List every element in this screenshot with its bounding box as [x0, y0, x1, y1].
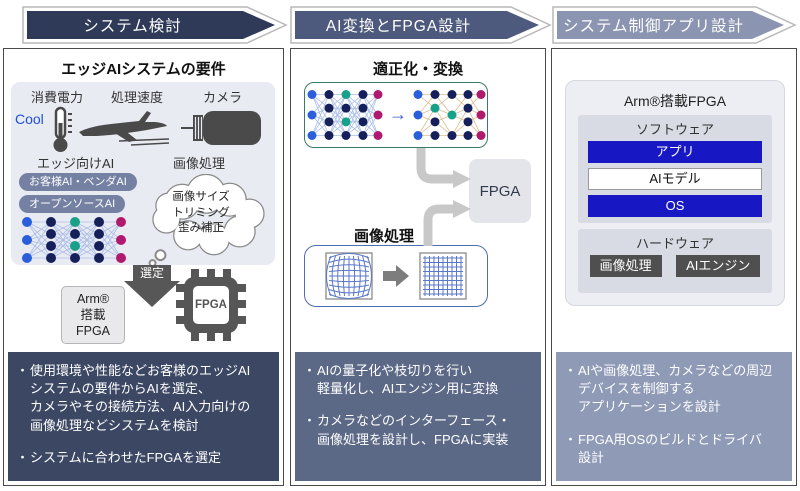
hw-image-processing: 画像処理: [589, 255, 662, 277]
bullet-dot: ・: [564, 431, 578, 447]
chip-label: FPGA: [195, 299, 227, 311]
distorted-grid-icon: [325, 252, 373, 300]
summary-box-system-study: ・ 使用環境や性能などお客様のエッジAI システムの要件からAIを選定、 カメラ…: [8, 352, 279, 481]
arm-fpga-stack-box: Arm®搭載FPGA ソフトウェア アプリ AIモデル OS ハードウェア 画像…: [565, 80, 785, 306]
bullet: ・ AIの量子化や枝切りを行い 軽量化し、AIエンジン用に変換: [303, 362, 533, 398]
pruned-network-icon: [413, 90, 486, 140]
image-processing-box: [304, 245, 488, 307]
bullet-dot: ・: [564, 363, 578, 378]
layer-app: アプリ: [588, 141, 762, 163]
step-label: システム検討: [83, 18, 182, 35]
panel-title: 適正化・変換: [372, 61, 463, 78]
optimization-box: →: [304, 82, 488, 148]
bullet-dot: ・: [16, 363, 30, 378]
layer-os: OS: [588, 195, 762, 217]
stack-title: Arm®搭載FPGA: [623, 93, 727, 109]
step-arrow-system-study: システム検討: [22, 5, 288, 45]
fpga-chip: FPGA: [176, 269, 246, 341]
step-arrow-control-app: システム制御アプリ設計: [552, 5, 797, 45]
bullet: ・ カメラなどのインターフェース・ 画像処理を設計し、FPGAに実装: [303, 412, 533, 448]
pill-open-source-ai: オープンソースAI: [19, 195, 126, 213]
layer-ai-model: AIモデル: [588, 168, 762, 190]
camera-lens-icon: [181, 111, 261, 145]
bullet-dot: ・: [16, 449, 30, 465]
software-title: ソフトウェア: [635, 122, 714, 137]
transform-arrow-icon: →: [389, 103, 407, 124]
summary-box-control-app: ・ AIや画像処理、カメラなどの周辺 デバイスを制御する アプリケーションを設計…: [556, 352, 792, 481]
bullet: ・ 使用環境や性能などお客様のエッジAI システムの要件からAIを選定、 カメラ…: [16, 362, 271, 435]
thought-cloud: 画像サイズ トリミング 歪み補正: [137, 174, 271, 268]
image-processing-title: 画像処理: [353, 228, 414, 245]
hw-ai-engine: AIエンジン: [676, 255, 761, 277]
edge-ai-label: エッジ向けAI: [37, 156, 115, 171]
requirements-box: 消費電力 処理速度 カメラ Cool: [11, 82, 275, 268]
arrow-shape-icon: [552, 6, 797, 44]
power-label: 消費電力: [31, 90, 84, 105]
bullet-text: AIや画像処理、カメラなどの周辺 デバイスを制御する アプリケーションを設計: [578, 363, 773, 415]
bullet-dot: ・: [303, 363, 317, 378]
fpga-target-box: FPGA: [469, 159, 531, 223]
panel-ai-conversion: 適正化・変換 → FPGA 画像処理 ・ AIの量子化や枝切りを行い 軽量化し、…: [290, 48, 546, 486]
bullet-text: AIの量子化や枝切りを行い 軽量化し、AIエンジン用に変換: [317, 363, 499, 397]
software-box: ソフトウェア アプリ AIモデル OS: [578, 115, 772, 223]
cloud-shape-icon: [148, 174, 265, 268]
bullet: ・ AIや画像処理、カメラなどの周辺 デバイスを制御する アプリケーションを設計: [564, 362, 784, 417]
hardware-title: ハードウェア: [635, 236, 714, 251]
panel-control-app: Arm®搭載FPGA ソフトウェア アプリ AIモデル OS ハードウェア 画像…: [551, 48, 797, 486]
arrow-shape-icon: [290, 6, 552, 44]
selection-arrow: 選定: [124, 265, 180, 307]
arm-fpga-box: Arm® 搭載 FPGA: [61, 286, 125, 344]
step-label: AI変換とFPGA設計: [325, 18, 472, 35]
selection-label: 選定: [139, 266, 164, 280]
cool-label: Cool: [15, 111, 44, 127]
neural-network-icon: [22, 217, 126, 263]
camera-label: カメラ: [203, 90, 243, 105]
block-arrow-icon: [383, 265, 409, 287]
step-label: システム制御アプリ設計: [562, 18, 745, 35]
hardware-box: ハードウェア 画像処理 AIエンジン: [578, 229, 772, 293]
thermometer-icon: [53, 106, 72, 152]
down-arrow-icon: [124, 265, 180, 307]
airplane-icon: [79, 111, 170, 146]
cloud-text: 画像サイズ トリミング 歪み補正: [172, 191, 230, 235]
bullet: ・ FPGA用OSのビルドとドライバ 設計: [564, 431, 784, 467]
arrow-shape-icon: [22, 6, 288, 44]
bullet: ・ システムに合わせたFPGAを選定: [16, 449, 271, 467]
corrected-grid-icon: [419, 252, 467, 300]
pill-customer-vendor-ai: お客様AI・ベンダAI: [19, 173, 137, 191]
bullet-text: カメラなどのインターフェース・ 画像処理を設計し、FPGAに実装: [317, 413, 511, 447]
bullet-dot: ・: [303, 413, 317, 429]
dense-network-icon: [307, 90, 383, 140]
chip-icon: [176, 269, 246, 341]
step-arrow-ai-conversion: AI変換とFPGA設計: [290, 5, 552, 45]
bullet-text: システムに合わせたFPGAを選定: [30, 449, 222, 465]
panel-system-study: エッジAIシステムの要件 消費電力 処理速度 カメラ Cool: [3, 48, 284, 486]
speed-label: 処理速度: [111, 90, 164, 105]
image-processing-label: 画像処理: [173, 156, 226, 171]
bullet-text: 使用環境や性能などお客様のエッジAI システムの要件からAIを選定、 カメラやそ…: [30, 363, 251, 433]
bullet-text: FPGA用OSのビルドとドライバ 設計: [578, 431, 762, 465]
panel-title: エッジAIシステムの要件: [61, 61, 226, 78]
connector-arrows-icon: [416, 148, 471, 246]
hardware-chips-row: 画像処理 AIエンジン: [578, 255, 772, 277]
summary-box-ai-conversion: ・ AIの量子化や枝切りを行い 軽量化し、AIエンジン用に変換 ・ カメラなどの…: [295, 352, 541, 481]
